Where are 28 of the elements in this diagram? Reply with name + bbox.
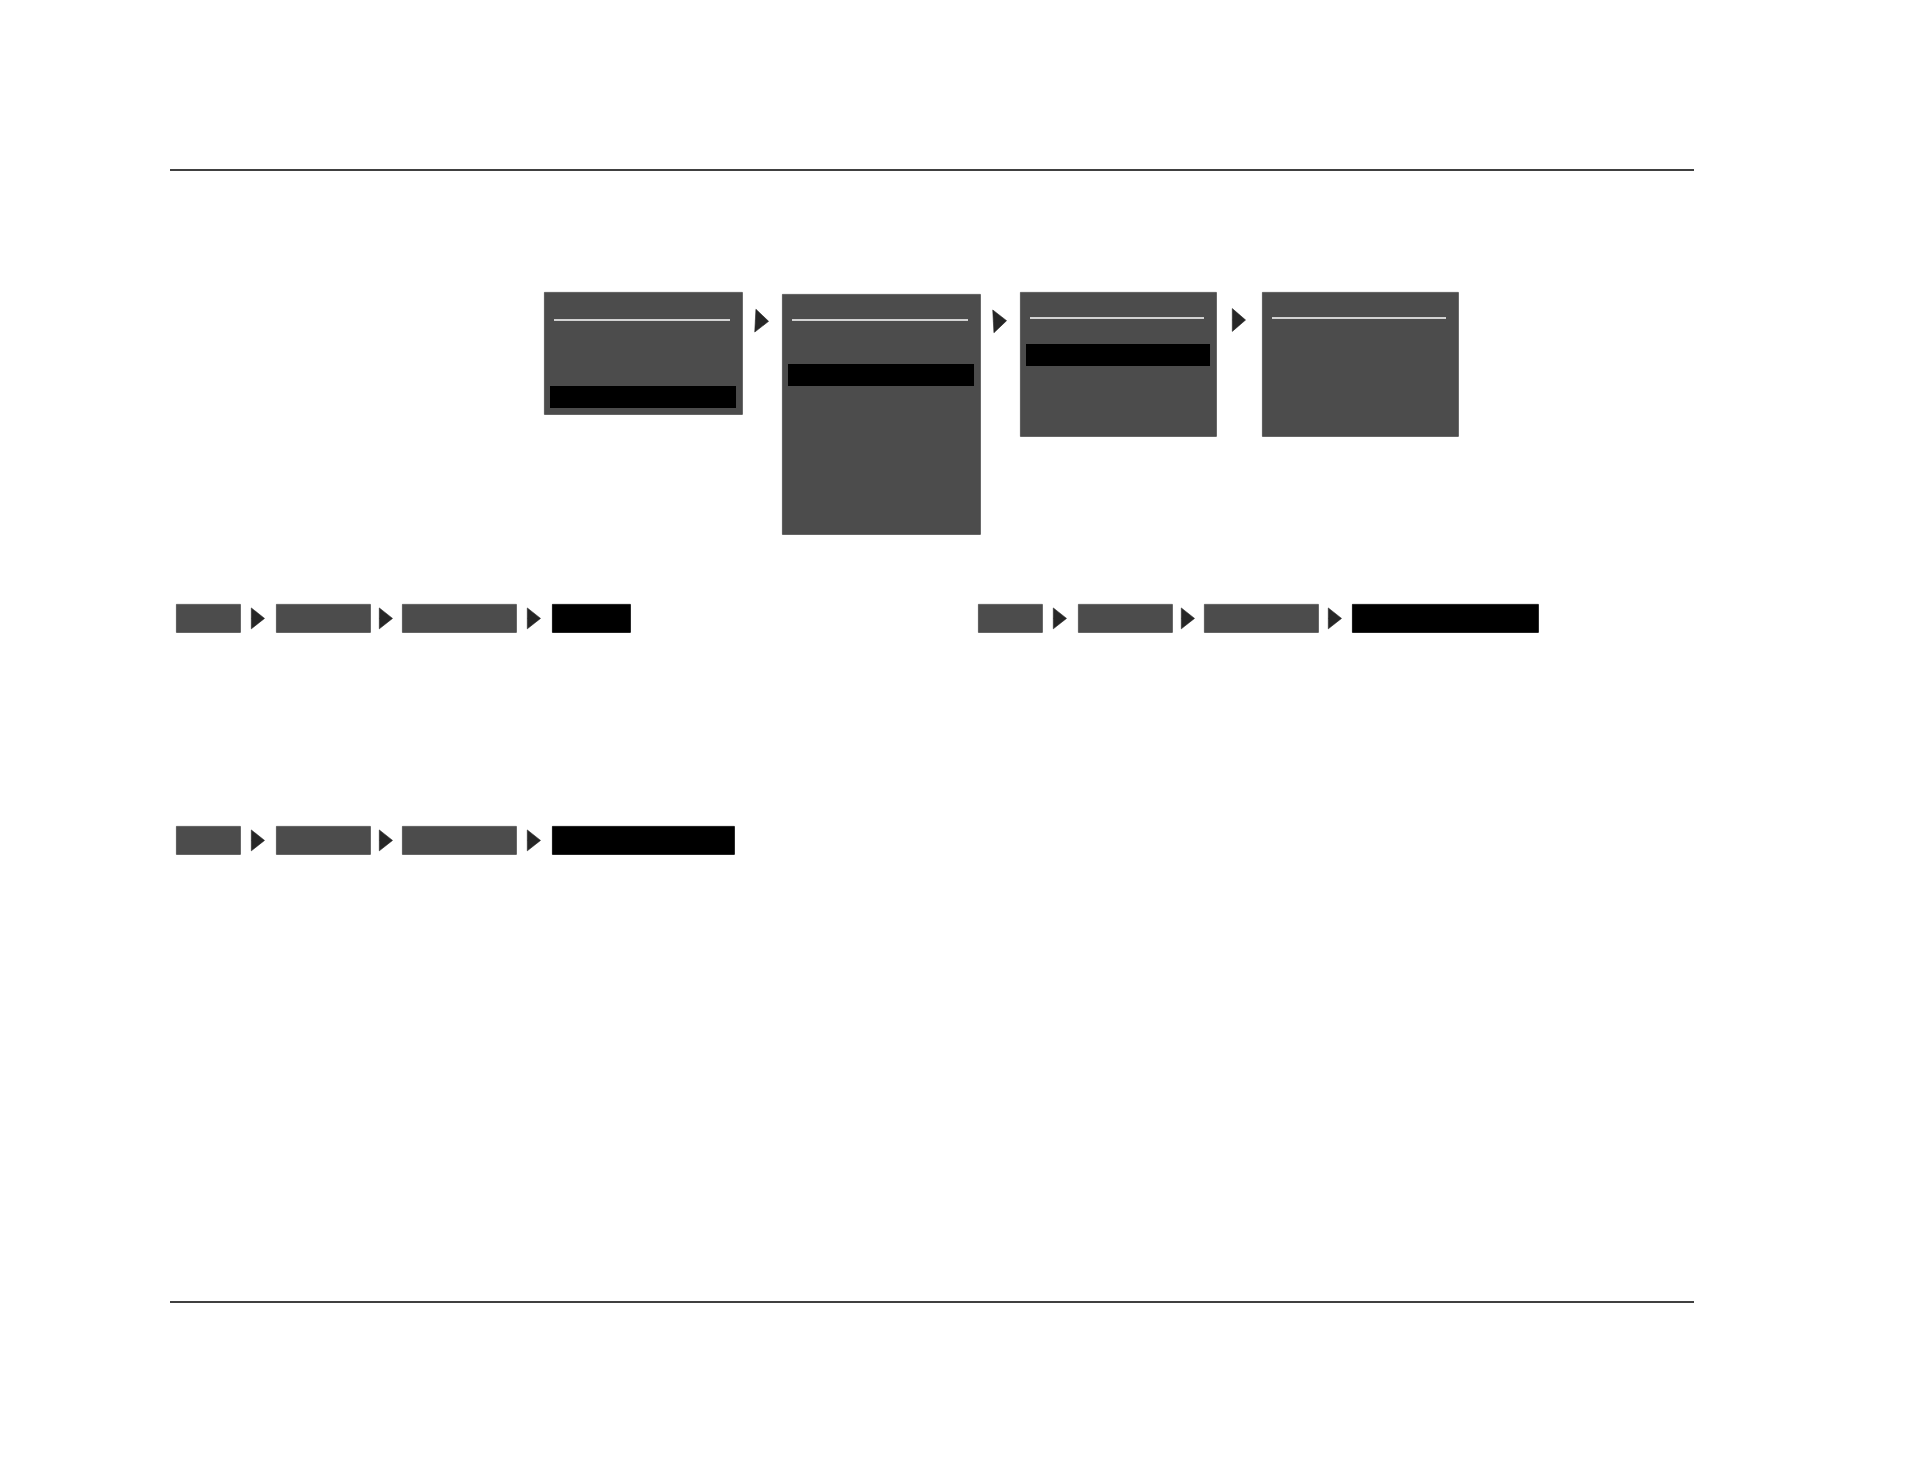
menu-screen [1020, 292, 1217, 437]
arrow [1327, 607, 1342, 630]
breadcrumb-bar [552, 826, 735, 855]
menu-screen [782, 294, 981, 535]
arrow [250, 607, 265, 630]
menu-screen [1262, 292, 1459, 437]
breadcrumb-bar [402, 826, 517, 855]
breadcrumb-bar [402, 604, 517, 633]
breadcrumb-bar [276, 604, 371, 633]
arrow [526, 607, 541, 630]
breadcrumb-bar [176, 604, 241, 633]
arrow [526, 829, 541, 852]
arrow [1231, 308, 1246, 332]
breadcrumb-bar [176, 826, 241, 855]
arrow [1052, 607, 1067, 630]
breadcrumb-bar [1078, 604, 1173, 633]
breadcrumb-bar [276, 826, 371, 855]
arrow [754, 308, 769, 333]
arrow [992, 309, 1007, 334]
arrow [378, 829, 393, 852]
breadcrumb-bar [978, 604, 1043, 633]
breadcrumb-bar [1352, 604, 1539, 633]
arrow [378, 607, 393, 630]
menu-screen [544, 292, 743, 415]
arrow [250, 829, 265, 852]
breadcrumb-bar [552, 604, 631, 633]
breadcrumb-bar [1204, 604, 1319, 633]
arrow [1180, 607, 1195, 630]
